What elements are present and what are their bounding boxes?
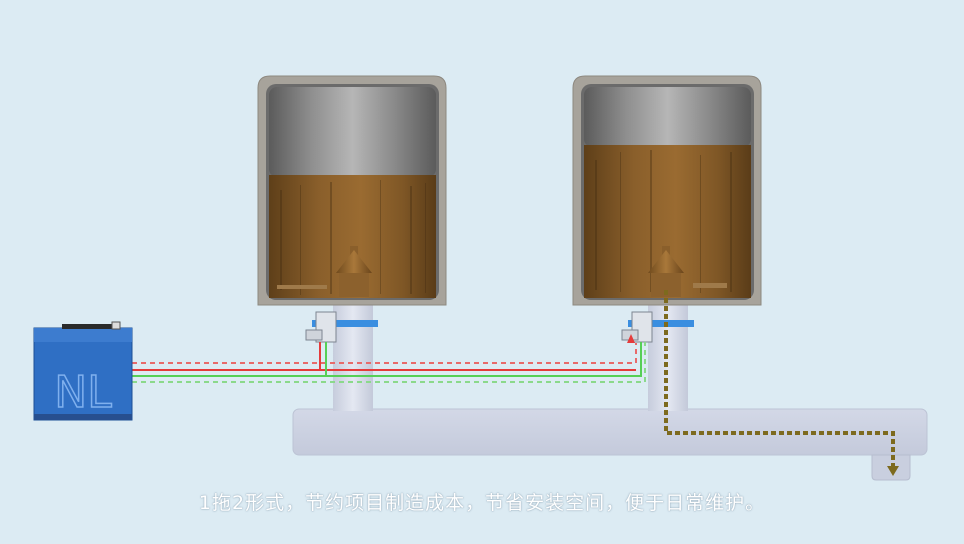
valve-left <box>305 311 378 343</box>
flow-arrow <box>664 290 895 466</box>
caption: 1拖2形式，节约项目制造成本，节省安装空间，便于日常维护。 <box>198 492 766 514</box>
discharge-duct <box>292 408 928 481</box>
tank-left <box>257 75 447 306</box>
tank-right <box>572 75 762 306</box>
controller-box: NL <box>33 321 133 421</box>
flow-arrowhead <box>887 466 899 476</box>
controller-logo: NL <box>54 367 112 418</box>
chute-left <box>333 303 373 411</box>
nozzle-left <box>336 246 372 297</box>
signal-wires <box>132 334 646 383</box>
